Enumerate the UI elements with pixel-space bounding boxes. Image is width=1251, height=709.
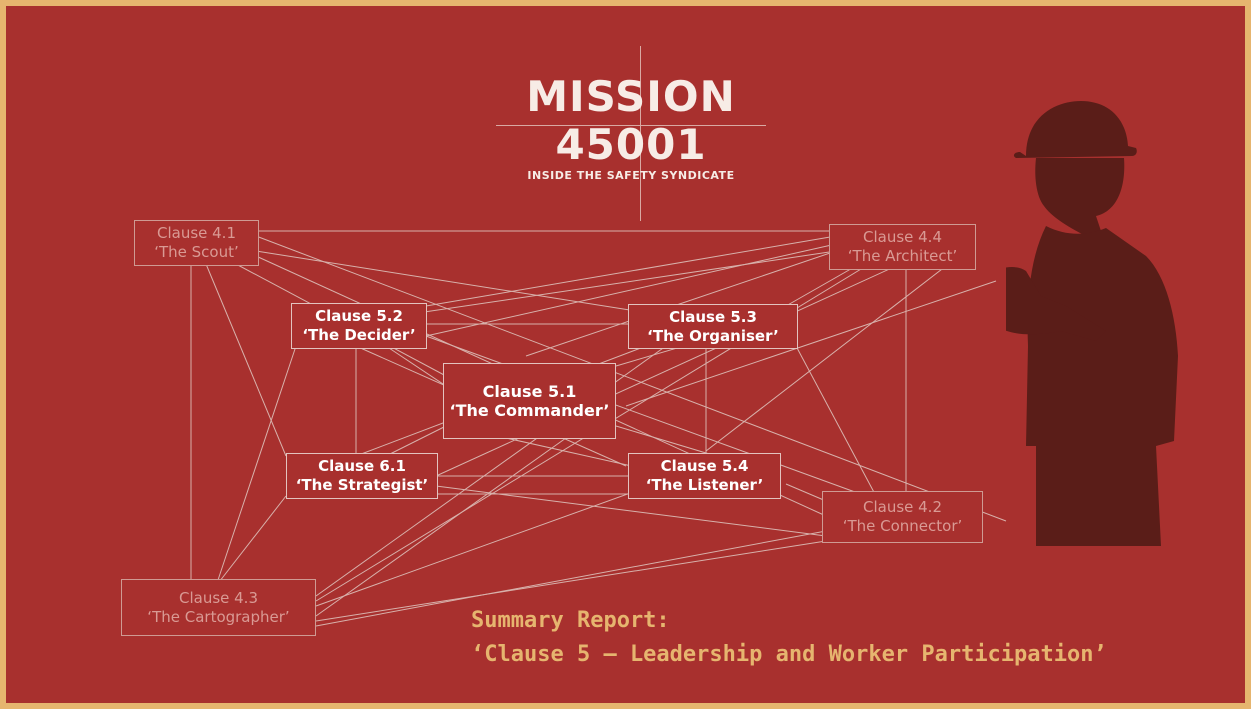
edge <box>795 345 877 497</box>
node-name: ‘The Strategist’ <box>295 476 429 494</box>
summary-subject: ‘Clause 5 – Leadership and Worker Partic… <box>471 642 1107 667</box>
node-clause: Clause 5.1 <box>482 382 577 401</box>
title-block: MISSION 45001 INSIDE THE SAFETY SYNDICAT… <box>496 46 766 221</box>
node-name: ‘The Organiser’ <box>647 326 779 345</box>
title-number: 45001 <box>555 120 707 169</box>
node-clause: Clause 4.4 <box>862 228 942 246</box>
edge <box>785 265 857 307</box>
node-name: ‘The Connector’ <box>842 517 963 535</box>
edge <box>525 250 837 357</box>
node-clause: Clause 5.4 <box>660 457 749 475</box>
edge <box>705 265 947 452</box>
summary-label: Summary Report: <box>471 608 670 633</box>
edge <box>315 530 827 627</box>
edge <box>205 263 287 457</box>
node-clause-5-2: Clause 5.2 ‘The Decider’ <box>291 303 427 349</box>
edge <box>215 495 287 587</box>
edge <box>215 345 297 587</box>
title-mission: MISSION <box>526 72 736 121</box>
node-clause: Clause 4.1 <box>156 224 236 242</box>
edge <box>615 425 717 457</box>
node-clause-4-1: Clause 4.1 ‘The Scout’ <box>134 220 259 266</box>
node-clause: Clause 4.3 <box>178 588 258 607</box>
edge <box>425 335 867 497</box>
node-name: ‘The Cartographer’ <box>147 607 290 626</box>
node-clause-4-4: Clause 4.4 ‘The Architect’ <box>829 224 976 270</box>
node-clause-5-4: Clause 5.4 ‘The Listener’ <box>628 453 781 499</box>
edge <box>315 540 827 622</box>
node-clause: Clause 5.3 <box>669 307 757 326</box>
edge <box>425 243 837 337</box>
worker-hardhat-silhouette-icon <box>1006 101 1178 546</box>
node-clause-5-3: Clause 5.3 ‘The Organiser’ <box>628 304 798 349</box>
edge <box>315 490 637 607</box>
edge <box>315 437 567 617</box>
edge <box>785 483 827 502</box>
node-name: ‘The Scout’ <box>154 243 239 261</box>
edge <box>625 280 997 407</box>
edge <box>425 235 837 307</box>
edge <box>385 425 447 457</box>
node-name: ‘The Commander’ <box>449 401 610 420</box>
crosshair-vertical <box>640 46 641 221</box>
node-clause: Clause 5.2 <box>315 307 403 325</box>
crosshair-horizontal <box>496 125 766 126</box>
title-tagline: INSIDE THE SAFETY SYNDICATE <box>527 169 735 182</box>
node-clause: Clause 6.1 <box>318 457 406 475</box>
poster: MISSION 45001 INSIDE THE SAFETY SYNDICAT… <box>6 6 1245 703</box>
node-clause-4-3: Clause 4.3 ‘The Cartographer’ <box>121 579 316 636</box>
node-clause-5-1: Clause 5.1 ‘The Commander’ <box>443 363 616 439</box>
edge <box>385 345 447 387</box>
edge <box>255 235 1007 522</box>
node-name: ‘The Architect’ <box>847 247 958 265</box>
node-name: ‘The Listener’ <box>645 476 764 494</box>
edge <box>255 250 637 312</box>
node-clause: Clause 4.2 <box>862 498 942 516</box>
node-name: ‘The Decider’ <box>302 326 416 344</box>
node-clause-4-2: Clause 4.2 ‘The Connector’ <box>822 491 983 543</box>
edge <box>435 265 897 477</box>
node-clause-6-1: Clause 6.1 ‘The Strategist’ <box>286 453 438 499</box>
